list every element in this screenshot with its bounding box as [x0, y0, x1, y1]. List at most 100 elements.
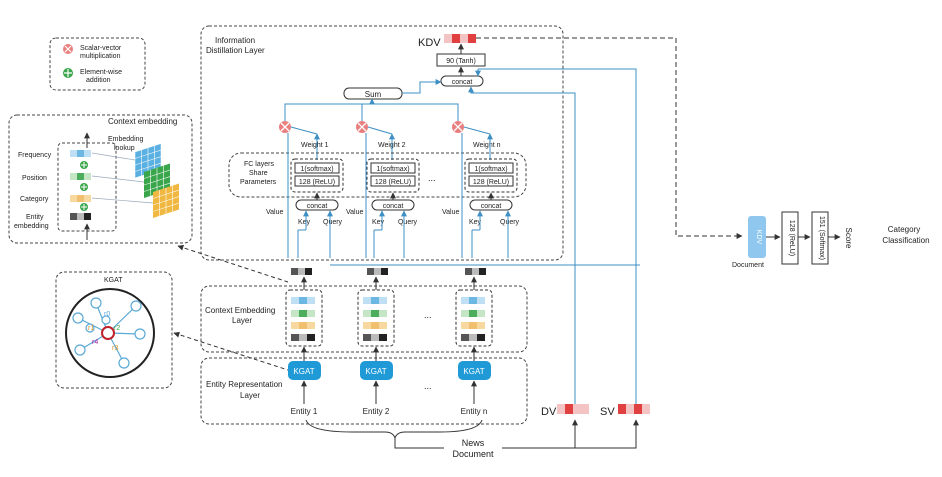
dv-to-concat-arrow [468, 86, 576, 412]
weightn-to-sum [372, 103, 459, 121]
label-category: Category [20, 196, 49, 203]
embedding-lookup-line1: Embedding [108, 136, 144, 143]
category-vector [70, 195, 91, 202]
fc-shared-layer [228, 152, 527, 198]
pooled-vectors [291, 268, 486, 275]
addition-icon [80, 203, 88, 211]
kgat-center-node [101, 326, 115, 340]
relation-r3: r3 [112, 345, 118, 352]
label-frequency: Frequency [18, 152, 52, 159]
svg-text:KDV: KDV [755, 230, 762, 245]
classification-label: Classification [882, 236, 929, 245]
svg-text:151 (Softmax): 151 (Softmax) [818, 216, 825, 260]
query-label-2: Query [398, 219, 418, 226]
dv-label: DV [541, 406, 557, 418]
key-label-2: Key [372, 219, 385, 226]
classifier-relu-layer: 128 (ReLU) [781, 211, 799, 265]
context-layer-line1: Context Embedding [205, 306, 275, 315]
label-embedding: embedding [14, 223, 49, 230]
label-entity: Entity [26, 214, 44, 221]
sv-to-concat-line [478, 68, 637, 412]
value-label-n: Value [442, 209, 459, 216]
classifier-kdv-block: KDV [748, 216, 766, 258]
legend-scalar-line1: Scalar-vector [80, 45, 122, 52]
relation-r4: r4 [92, 339, 98, 346]
fc-label-line3: Parameters [240, 179, 277, 186]
relation-r1: r1 [88, 325, 94, 332]
kgat-panel [55, 271, 173, 389]
context-stack-n [455, 289, 493, 347]
entity-embedding-vector [70, 213, 91, 220]
context-embedding-title: Context embedding [108, 117, 177, 126]
context-stack-1 [285, 289, 323, 347]
embedding-lookup-line2: lookup [114, 145, 135, 152]
tanh-label: 90 (Tanh) [446, 58, 476, 65]
sum-label: Sum [365, 90, 382, 99]
fc-stack-1: 1(softmax) 128 (ReLU) [290, 158, 344, 193]
concat-n: concat [469, 199, 513, 211]
scalar-multiplication-icon [63, 44, 73, 54]
svg-text:KGAT: KGAT [293, 367, 314, 376]
value-label-1: Value [266, 209, 283, 216]
softmax-label: 1(softmax) [376, 166, 409, 173]
context-embedding-layer [200, 285, 528, 353]
entity-layer-line1: Entity Representation [206, 380, 283, 389]
key-label-n: Key [469, 219, 482, 226]
query-label-1: Query [323, 219, 343, 226]
kgat-block-n: KGAT [458, 361, 491, 380]
arrow [367, 126, 393, 135]
kdv-vector [444, 34, 476, 43]
legend-element-line1: Element-wise [80, 69, 122, 76]
sv-label: SV [600, 406, 615, 418]
entity-2-label: Entity 2 [363, 407, 390, 416]
kdv-label: KDV [418, 37, 441, 49]
entities-brace [305, 419, 483, 440]
weight-n-label: Weight n [473, 142, 501, 149]
softmax-label: 1(softmax) [474, 166, 507, 173]
distill-title-line1: Information [215, 36, 255, 45]
legend-scalar-line2: multiplication [80, 53, 121, 60]
context-embedding-panel [8, 114, 193, 244]
classifier-document-label: Document [732, 262, 764, 269]
weight-multiplier-1 [279, 121, 291, 133]
information-distillation-layer [200, 25, 564, 261]
context-stack-2 [357, 289, 395, 347]
relation-r2: r2 [114, 325, 120, 332]
key-label-1: Key [298, 219, 311, 226]
svg-text:128 (ReLU): 128 (ReLU) [788, 220, 795, 256]
category-label: Category [888, 225, 920, 234]
kgat-block-1: KGAT [288, 361, 321, 380]
fc-label-line1: FC layers [244, 161, 274, 168]
addition-icon [80, 161, 88, 169]
sum-to-concat-arrow [402, 79, 442, 94]
lookup-table-orange [153, 183, 179, 218]
relu-label: 128 (ReLU) [299, 179, 335, 186]
addition-icon [80, 183, 88, 191]
frequency-vector [70, 150, 91, 157]
context-panel-connector [177, 244, 289, 283]
label-position: Position [22, 175, 47, 182]
kgat-graph [72, 297, 146, 369]
flow-lines [287, 133, 640, 266]
kgat-panel-title: KGAT [104, 277, 123, 284]
arrow [290, 126, 318, 135]
news-to-sv [575, 419, 639, 449]
weight-multiplier-n [452, 121, 464, 133]
news-connector [394, 438, 444, 449]
classifier-softmax-layer: 151 (Softmax) [811, 211, 829, 265]
element-addition-icon [63, 68, 73, 78]
top-concat-label: concat [452, 79, 473, 86]
svg-text:concat: concat [383, 203, 404, 210]
entity-representation-layer [200, 357, 528, 425]
lookup-connectors [91, 152, 154, 204]
context-dots: ... [424, 310, 432, 320]
dv-vector [557, 404, 589, 414]
concat-1: concat [295, 199, 339, 211]
kdv-to-classifier [476, 37, 743, 239]
svg-text:concat: concat [481, 203, 502, 210]
weight-1-label: Weight 1 [301, 142, 329, 149]
relu-label: 128 (ReLU) [473, 179, 509, 186]
news-label-line1: News [462, 438, 485, 448]
